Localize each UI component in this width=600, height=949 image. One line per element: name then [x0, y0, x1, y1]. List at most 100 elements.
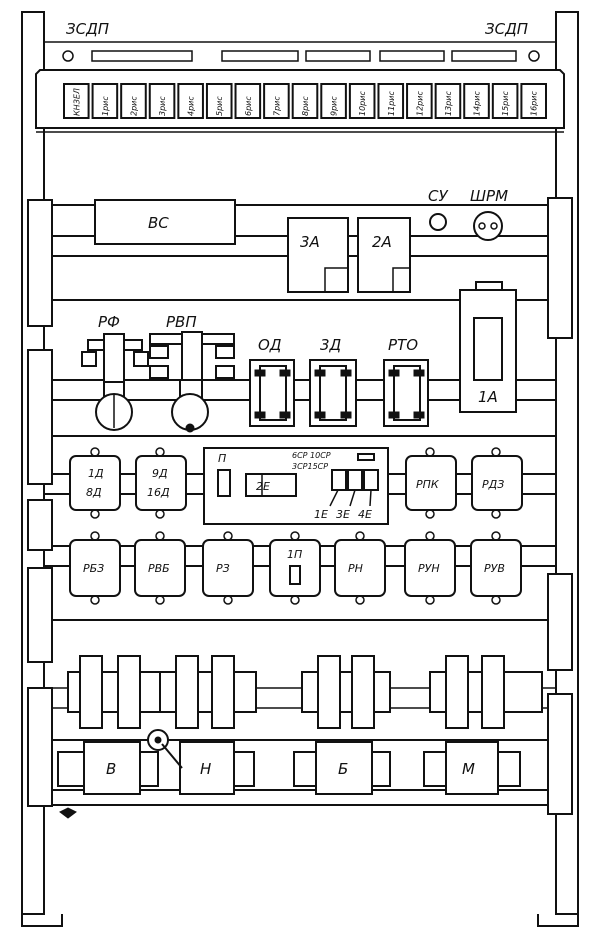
- terminal-label: 7рис: [272, 96, 281, 116]
- terminal-cell: 13рис: [434, 83, 462, 119]
- terminal-label: 11рис: [387, 91, 396, 116]
- label-1d: 1Д: [88, 467, 104, 480]
- block-3a: [287, 217, 349, 293]
- relay-rdz: [471, 447, 523, 519]
- terminal-cell: 6рис: [234, 83, 262, 119]
- terminal-cell: 4рис: [177, 83, 204, 119]
- relay-row4-label: РН: [348, 562, 363, 575]
- label-p: П: [218, 452, 226, 465]
- terminal-label: 15рис: [501, 91, 510, 116]
- terminal-cell: 7рис: [263, 83, 290, 119]
- relay-row4: РЗ: [202, 531, 254, 605]
- block-bc: [94, 199, 236, 245]
- terminal-cell: 10рис: [348, 83, 376, 119]
- label-2a: 2А: [372, 233, 392, 251]
- terminal-label: 6рис: [244, 96, 253, 116]
- ground-marker: [59, 807, 77, 819]
- label-su: СУ: [428, 187, 448, 205]
- relay-row4-label: РВБ: [148, 562, 170, 575]
- connector-shrm: [473, 211, 503, 241]
- indicator-su: [429, 213, 447, 231]
- block-2a: [357, 217, 411, 293]
- terminal-cell: 12рис: [406, 83, 433, 119]
- relay-rto: [383, 359, 429, 427]
- top-hole-left: [62, 50, 74, 62]
- relay-rvp: [149, 331, 235, 433]
- terminal-label: 16рис: [530, 91, 539, 116]
- terminal-label: 5рис: [215, 96, 224, 116]
- label-zsdp-right: ЗСДП: [485, 20, 528, 38]
- relay-9d-16d: [135, 447, 187, 519]
- terminal-cell: 3рис: [148, 83, 176, 119]
- label-2e: 2Е: [256, 480, 270, 493]
- label-bc: ВС: [148, 214, 169, 232]
- terminal-cell: 2рис: [120, 83, 147, 119]
- terminal-cell: 8рис: [291, 83, 319, 119]
- central-panel: [203, 447, 389, 525]
- label-6sr-10sr: 6СР 10СР: [292, 451, 331, 460]
- terminal-cell: 15рис: [491, 83, 519, 119]
- label-rto: РТО: [388, 336, 418, 354]
- label-9d: 9Д: [152, 467, 168, 480]
- right-post-clamps: [547, 197, 573, 815]
- terminal-cell: 11рис: [377, 83, 405, 119]
- block-1a: [459, 281, 517, 413]
- label-rpk: РПК: [416, 478, 440, 491]
- relay-1d-8d: [69, 447, 121, 519]
- relay-rf: [81, 333, 149, 431]
- label-3e: 3Е: [336, 508, 350, 521]
- relay-row4-label: РУН: [418, 562, 440, 575]
- label-4e: 4Е: [358, 508, 372, 521]
- terminal-label: 14рис: [473, 91, 482, 116]
- row4-relays: РБЗ РВБ РЗ 1П РН РУН РУВ: [69, 531, 522, 605]
- terminal-label: 9рис: [330, 96, 339, 116]
- label-16d: 16Д: [147, 486, 170, 499]
- terminal-cell: 16рис: [520, 83, 547, 119]
- terminal-block: КНЗЕЛ 1рис 2рис 3рис 4рис 5рис 6рис 7рис 8рис 9ри…: [35, 69, 565, 133]
- terminal-label: 1рис: [101, 96, 110, 116]
- horizontal-rails: [44, 204, 556, 806]
- relay-rpk: [405, 447, 457, 519]
- terminal-cell: КНЗЕЛ: [63, 83, 90, 119]
- terminal-label: КНЗЕЛ: [72, 88, 81, 116]
- terminal-label: 12рис: [415, 91, 424, 116]
- relay-row4-label: РЗ: [216, 562, 230, 575]
- motor-m: [423, 655, 543, 795]
- relay-row4: РУН: [404, 531, 456, 605]
- terminal-cell: 1рис: [91, 83, 119, 119]
- label-n: Н: [200, 760, 211, 778]
- terminal-label: 4рис: [187, 96, 196, 116]
- terminal-label: 10рис: [358, 91, 367, 116]
- relay-row4-label: 1П: [287, 548, 302, 561]
- terminal-cell: 9рис: [320, 83, 347, 119]
- label-v: В: [106, 760, 116, 778]
- terminal-label: 13рис: [444, 91, 453, 116]
- relay-row4: 1П: [269, 531, 321, 605]
- relay-row4: РВБ: [134, 531, 186, 605]
- label-3sr-15sr: 3СР15СР: [292, 462, 328, 471]
- label-rdz: РДЗ: [482, 478, 504, 491]
- label-8d: 8Д: [86, 486, 102, 499]
- relay-row4: РН: [334, 531, 386, 605]
- top-slot-strip: [43, 41, 557, 71]
- label-rvp: РВП: [166, 313, 197, 331]
- relay-od: [249, 359, 295, 427]
- label-b: Б: [338, 760, 348, 778]
- relay-row4-label: РУВ: [484, 562, 505, 575]
- motor-n: [147, 655, 257, 795]
- label-3a: 3А: [300, 233, 320, 251]
- terminal-cell: 5рис: [205, 83, 233, 119]
- terminal-cell: 14рис: [463, 83, 490, 119]
- label-rf: РФ: [98, 313, 120, 331]
- label-zsdp-left: ЗСДП: [66, 20, 109, 38]
- motor-b: [293, 655, 391, 795]
- relay-row4: РБЗ: [69, 531, 121, 605]
- label-1a: 1А: [478, 388, 498, 406]
- terminal-label: 2рис: [129, 96, 138, 116]
- label-shrm: ШРМ: [470, 187, 508, 205]
- relay-row4: РУВ: [470, 531, 522, 605]
- label-m: М: [462, 760, 475, 778]
- terminal-label: 3рис: [158, 96, 167, 116]
